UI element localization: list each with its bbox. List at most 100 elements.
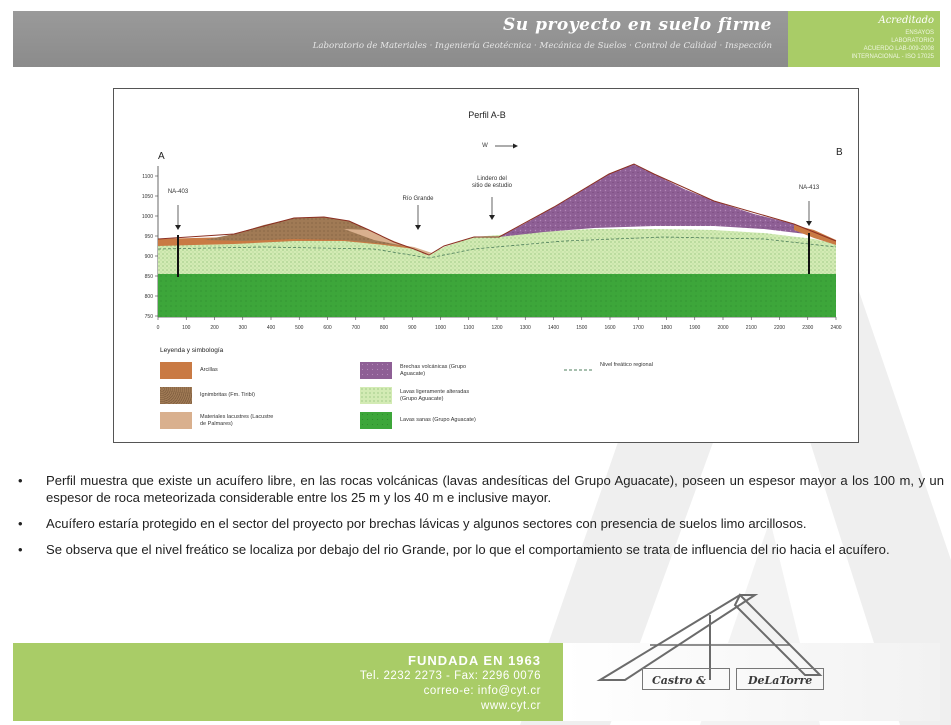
layer-arcillas-right <box>794 225 836 245</box>
topographic-surface <box>157 163 837 256</box>
y-tick-label: 1050 <box>142 194 153 200</box>
layer-lacustres <box>344 229 432 255</box>
x-tick-label: 2200 <box>774 325 785 331</box>
legend-swatch <box>160 387 192 404</box>
x-tick-label: 2000 <box>717 325 728 331</box>
legend-label: Materiales lacustres (Lacustre de Palmar… <box>200 413 274 427</box>
y-tick-label: 1100 <box>142 174 153 180</box>
legend-swatch <box>360 362 392 379</box>
footer-contact: FUNDADA EN 1963 Tel. 2232 2273 - Fax: 22… <box>13 643 563 721</box>
boundary-label-line: Lindero del <box>477 176 507 182</box>
profile-end-b: B <box>836 147 843 158</box>
direction-label: W <box>482 143 488 149</box>
legend-item: Ignimbritas (Fm. Tiribí) <box>160 387 255 404</box>
legend-label: Arcillas <box>200 367 218 373</box>
x-tick-label: 300 <box>239 325 248 331</box>
y-tick-label: 900 <box>145 254 154 260</box>
x-tick-label: 600 <box>323 325 332 331</box>
arrow-down-icon <box>489 215 495 220</box>
legend-item: Arcillas <box>160 362 218 379</box>
x-tick-label: 1300 <box>520 325 531 331</box>
legend-item: Nivel freático regional <box>564 362 653 369</box>
accreditation-line: INTERNACIONAL - ISO 17025 <box>851 54 934 60</box>
legend-title: Leyenda y simbología <box>160 347 224 354</box>
y-tick-label: 850 <box>145 274 154 280</box>
x-tick-label: 1700 <box>633 325 644 331</box>
y-tick-label: 1000 <box>142 214 153 220</box>
legend-label: Lavas ligeramente alteradas (Grupo Aguac… <box>400 388 470 402</box>
x-tick-label: 100 <box>182 325 191 331</box>
bullet-item: • Perfil muestra que existe un acuífero … <box>16 472 944 506</box>
legend-label: Brechas volcánicas (Grupo Aguacate) <box>400 363 467 377</box>
legend-swatch <box>160 362 192 379</box>
bullet-marker: • <box>18 473 23 488</box>
accreditation-badge: Acreditado ENSAYOS LABORATORIO ACUERDO L… <box>788 11 940 67</box>
legend-swatch <box>360 412 392 429</box>
boundary-label-line: sitio de estudio <box>471 183 513 189</box>
x-tick-label: 1100 <box>463 325 474 331</box>
x-tick-label: 1200 <box>491 325 502 331</box>
legend-label: Lavas sanas (Grupo Aguacate) <box>400 417 476 423</box>
profile-end-a: A <box>158 151 165 162</box>
bullet-item: • Se observa que el nivel freático se lo… <box>16 541 944 558</box>
header-services: Laboratorio de Materiales · Ingeniería G… <box>312 41 772 51</box>
x-tick-label: 900 <box>408 325 417 331</box>
accreditation-title: Acreditado <box>878 15 934 26</box>
footer-website[interactable]: www.cyt.cr <box>481 700 541 712</box>
x-tick-label: 2400 <box>830 325 841 331</box>
well-label-na-403: NA-403 <box>167 189 189 195</box>
water-table-line <box>157 236 837 259</box>
footer-phone: Tel. 2232 2273 - Fax: 2296 0076 <box>359 670 541 682</box>
layer-brechas <box>499 164 836 241</box>
legend-swatch <box>160 412 192 429</box>
bullet-list: • Perfil muestra que existe un acuífero … <box>16 472 944 567</box>
x-tick-label: 400 <box>267 325 276 331</box>
legend-label: Nivel freático regional <box>600 362 653 368</box>
x-tick-label: 1800 <box>661 325 672 331</box>
bullet-text: Acuífero estaría protegido en el sector … <box>46 516 807 531</box>
x-tick-label: 700 <box>352 325 361 331</box>
arrow-right-icon <box>513 143 518 149</box>
header-slogan: Su proyecto en suelo firme <box>503 15 772 35</box>
bullet-marker: • <box>18 542 23 557</box>
legend-item: Materiales lacustres (Lacustre de Palmar… <box>160 412 278 429</box>
legend-item: Lavas ligeramente alteradas (Grupo Aguac… <box>360 387 478 404</box>
footer-founded: FUNDADA EN 1963 <box>408 653 541 668</box>
x-tick-label: 1000 <box>435 325 446 331</box>
logo-text-left: Castro & <box>652 674 707 687</box>
x-tick-label: 1900 <box>689 325 700 331</box>
bullet-item: • Acuífero estaría protegido en el secto… <box>16 515 944 532</box>
legend-item: Lavas sanas (Grupo Aguacate) <box>360 412 476 429</box>
x-tick-label: 500 <box>295 325 304 331</box>
footer-email[interactable]: correo-e: info@cyt.cr <box>423 685 541 697</box>
logo-box-left <box>642 668 730 690</box>
footer-logo-area <box>563 643 940 721</box>
header-banner: Su proyecto en suelo firme Laboratorio d… <box>13 11 940 67</box>
legend-label: Ignimbritas (Fm. Tiribí) <box>200 392 256 398</box>
layer-lavas-sanas <box>158 274 836 317</box>
logo-text-right: DeLaTorre <box>748 674 813 687</box>
x-tick-label: 1400 <box>548 325 559 331</box>
river-label: Río Grande <box>402 196 434 202</box>
accreditation-line: ACUERDO LAB-009-2008 <box>863 46 934 52</box>
x-tick-label: 2100 <box>746 325 757 331</box>
well-label-na-413: NA-413 <box>798 185 820 191</box>
layer-ignimbritas <box>204 217 404 246</box>
accreditation-line: LABORATORIO <box>891 38 934 44</box>
arrow-down-icon <box>806 221 812 226</box>
legend-item: Brechas volcánicas (Grupo Aguacate) <box>360 362 478 379</box>
x-tick-label: 800 <box>380 325 389 331</box>
company-logo-icon <box>596 593 823 681</box>
x-tick-label: 200 <box>210 325 219 331</box>
x-tick-label: 1500 <box>576 325 587 331</box>
arrow-down-icon <box>175 225 181 230</box>
figure-title: Perfil A-B <box>468 110 506 120</box>
bullet-text: Perfil muestra que existe un acuífero li… <box>46 473 944 505</box>
x-tick-label: 1600 <box>604 325 615 331</box>
arrow-down-icon <box>415 225 421 230</box>
y-tick-label: 950 <box>145 234 154 240</box>
